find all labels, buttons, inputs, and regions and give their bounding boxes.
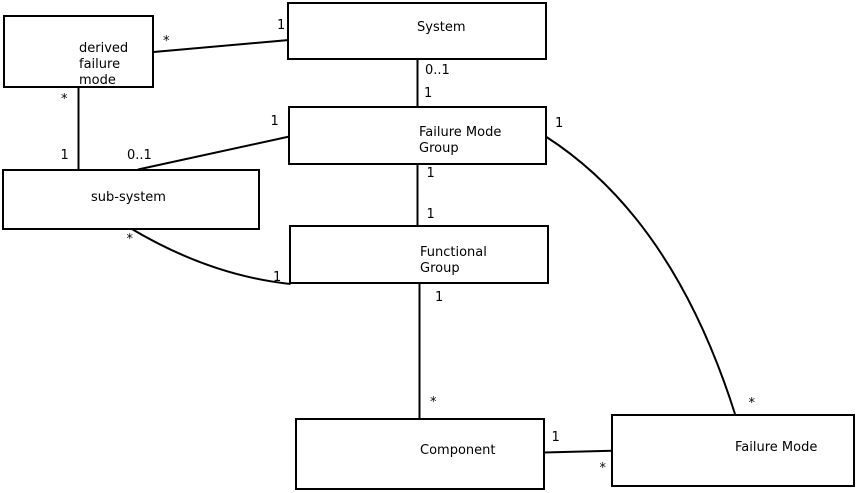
node-derived-failure-mode: derived failure mode <box>3 15 154 88</box>
mult-derived-failure-mode--sub-system-source: * <box>61 92 68 107</box>
node-functional-group: Functional Group <box>289 225 549 284</box>
mult-sub-system--failure-mode-group-source: 0..1 <box>127 147 152 163</box>
node-sub-system: sub-system <box>2 169 260 230</box>
mult-system--failure-mode-group-target: 1 <box>424 86 433 101</box>
connector-component--failure-mode <box>543 449 613 454</box>
connector-derived-failure-mode--system <box>153 39 290 53</box>
mult-component--failure-mode-target: * <box>599 460 607 476</box>
node-label-sub-system: sub-system <box>91 190 166 205</box>
node-label-derived-failure-mode: derived failure mode <box>79 41 129 88</box>
mult-derived-failure-mode--sub-system-target: 1 <box>60 147 69 163</box>
mult-failure-mode-group--functional-group-source: 1 <box>426 166 435 181</box>
mult-sub-system--functional-group-source: * <box>126 232 134 247</box>
mult-sub-system--functional-group-target: 1 <box>273 270 282 285</box>
mult-derived-failure-mode--system-target: 1 <box>277 18 286 33</box>
node-system: System <box>287 2 547 60</box>
node-component: Component <box>295 418 545 490</box>
mult-derived-failure-mode--system-source: * <box>163 33 170 49</box>
node-label-functional-group: Functional Group <box>420 245 487 276</box>
node-label-system: System <box>417 20 466 35</box>
connector-failure-mode-group--failure-mode <box>545 136 736 415</box>
mult-failure-mode-group--failure-mode-source: 1 <box>555 116 564 131</box>
mult-functional-group--component-target: * <box>430 394 437 410</box>
mult-sub-system--failure-mode-group-target: 1 <box>270 114 279 129</box>
mult-failure-mode-group--functional-group-target: 1 <box>426 207 435 222</box>
node-failure-mode: Failure Mode <box>611 414 855 487</box>
mult-component--failure-mode-source: 1 <box>551 430 560 445</box>
node-failure-mode-group: Failure Mode Group <box>288 106 547 165</box>
mult-system--failure-mode-group-source: 0..1 <box>425 62 450 78</box>
mult-functional-group--component-source: 1 <box>435 290 444 305</box>
connector-sub-system--functional-group <box>130 227 291 285</box>
mult-failure-mode-group--failure-mode-target: * <box>748 395 756 411</box>
node-label-component: Component <box>420 443 496 458</box>
node-label-failure-mode: Failure Mode <box>735 440 818 455</box>
node-label-failure-mode-group: Failure Mode Group <box>419 125 502 156</box>
connector-sub-system--failure-mode-group <box>137 135 290 171</box>
